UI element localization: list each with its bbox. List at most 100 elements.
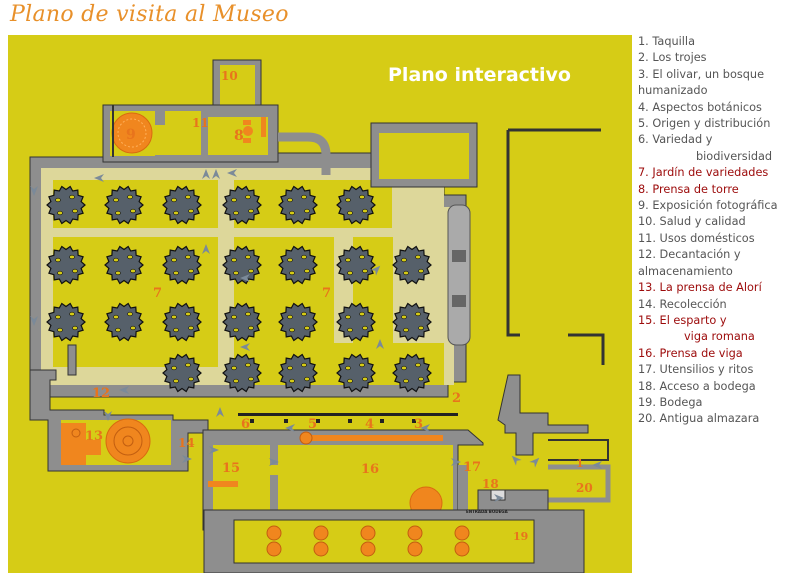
barrel-icon [407, 525, 423, 541]
area-label-11[interactable]: 11 [192, 116, 209, 130]
area-label-5[interactable]: 5 [308, 417, 317, 432]
direction-arrow-icon [529, 457, 540, 468]
legend-item-label: 12. Decantación y [638, 248, 741, 262]
olive-tree-icon [222, 245, 262, 285]
olive-tree-icon [336, 302, 376, 342]
area-label-7a[interactable]: 7 [153, 286, 162, 301]
barrel-icon [454, 525, 470, 541]
barrel-icon [454, 541, 470, 557]
olive-tree-icon [104, 185, 144, 225]
legend-item-label: 2. Los trojes [638, 51, 707, 65]
legend-item-2: 2. Los trojes [638, 50, 800, 66]
direction-arrow-icon [511, 455, 522, 466]
direction-arrow-icon [104, 411, 112, 421]
building-northeast [370, 122, 605, 365]
direction-arrow-icon [202, 169, 210, 179]
area-label-17[interactable]: 17 [463, 460, 481, 475]
legend-item-19: 19. Bodega [638, 395, 800, 411]
area-label-16[interactable]: 16 [361, 462, 379, 477]
direction-arrow-icon [30, 186, 38, 196]
legend-item-continuation: biodiversidad [696, 149, 773, 163]
legend-item-label: 20. Antigua almazara [638, 412, 760, 426]
olive-tree-icon [162, 302, 202, 342]
barrel-icon [313, 541, 329, 557]
area-label-1[interactable]: 1 [576, 457, 584, 470]
area-label-12[interactable]: 12 [92, 386, 110, 401]
legend-item-label: 6. Variedad y [638, 133, 713, 147]
direction-arrow-icon [494, 494, 504, 502]
legend-item-continuation: almacenamiento [638, 264, 733, 278]
olive-tree-icon [336, 185, 376, 225]
legend-item-1: 1. Taquilla [638, 34, 800, 50]
legend-item-11: 11. Usos domésticos [638, 231, 800, 247]
olive-tree-icon [162, 353, 202, 393]
olive-tree-icon [222, 353, 262, 393]
area-label-19[interactable]: 19 [513, 530, 528, 543]
legend-item-label: 5. Origen y distribución [638, 117, 771, 131]
area-label-4[interactable]: 4 [365, 417, 374, 432]
area-label-8[interactable]: 8 [234, 128, 244, 144]
olive-tree-icon [336, 245, 376, 285]
direction-arrow-icon [285, 424, 295, 432]
direction-arrow-icon [227, 169, 237, 177]
barrel-icon [360, 525, 376, 541]
legend-item-label: 4. Aspectos botánicos [638, 100, 762, 114]
museum-map[interactable]: Plano interactivo [8, 35, 632, 573]
legend-item-7[interactable]: 7. Jardín de variedades [638, 165, 800, 181]
olive-tree-icon [392, 353, 432, 393]
legend-item-8[interactable]: 8. Prensa de torre [638, 182, 800, 198]
building-southeast [477, 374, 611, 511]
legend-item-13[interactable]: 13. La prensa de Alorí [638, 280, 800, 296]
garden-stairs [447, 204, 471, 346]
direction-arrow-icon [212, 169, 220, 179]
area-label-10[interactable]: 10 [221, 69, 238, 83]
barrel-icon [266, 525, 282, 541]
direction-arrow-icon [209, 446, 219, 454]
legend-item-label: 17. Utensilios y ritos [638, 363, 754, 377]
barrel-icon [407, 541, 423, 557]
area-label-9[interactable]: 9 [126, 127, 136, 143]
area-label-7b[interactable]: 7 [322, 286, 331, 301]
olive-tree-icon [278, 302, 318, 342]
building-north [102, 59, 331, 175]
legend-item-label: 1. Taquilla [638, 35, 695, 48]
olive-tree-icon [162, 245, 202, 285]
floor-plan[interactable]: Plano interactivo [8, 35, 632, 573]
entrance-label: ENTRADA BODEGA [466, 509, 509, 514]
area-label-15[interactable]: 15 [222, 461, 240, 476]
legend-item-16[interactable]: 16. Prensa de viga [638, 346, 800, 362]
legend-item-17: 17. Utensilios y ritos [638, 362, 800, 378]
legend-item-12: 12. Decantación y almacenamiento [638, 247, 800, 280]
area-label-20[interactable]: 20 [576, 481, 593, 495]
barrel-icon [360, 541, 376, 557]
olive-tree-icon [46, 245, 86, 285]
olive-tree-icon [336, 353, 376, 393]
barrel-icon [313, 525, 329, 541]
barrel-icon [266, 541, 282, 557]
olive-tree-icon [278, 245, 318, 285]
direction-arrows [30, 169, 602, 502]
area-label-14[interactable]: 14 [178, 436, 195, 450]
legend-item-label: 15. El esparto y [638, 313, 727, 327]
legend-item-label: 3. El olivar, un bosque [638, 67, 765, 81]
legend-item-label: 13. La prensa de Alorí [638, 281, 762, 295]
area-label-3[interactable]: 3 [414, 417, 423, 432]
area-label-2[interactable]: 2 [452, 391, 461, 406]
direction-arrow-icon [94, 174, 104, 182]
olive-tree-icon [46, 302, 86, 342]
map-heading: Plano interactivo [388, 64, 571, 86]
direction-arrow-icon [376, 339, 384, 349]
direction-arrow-icon [269, 458, 279, 466]
legend-item-20: 20. Antigua almazara [638, 411, 800, 427]
area-label-18[interactable]: 18 [482, 477, 499, 491]
direction-arrow-icon [216, 407, 224, 417]
area-label-13[interactable]: 13 [85, 429, 103, 444]
legend-item-10: 10. Salud y calidad [638, 214, 800, 230]
legend-item-18: 18. Acceso a bodega [638, 379, 800, 395]
area-label-6[interactable]: 6 [241, 417, 250, 432]
olive-tree-icon [46, 185, 86, 225]
legend-item-label: 9. Exposición fotográfica [638, 199, 778, 213]
barrels [266, 525, 470, 557]
